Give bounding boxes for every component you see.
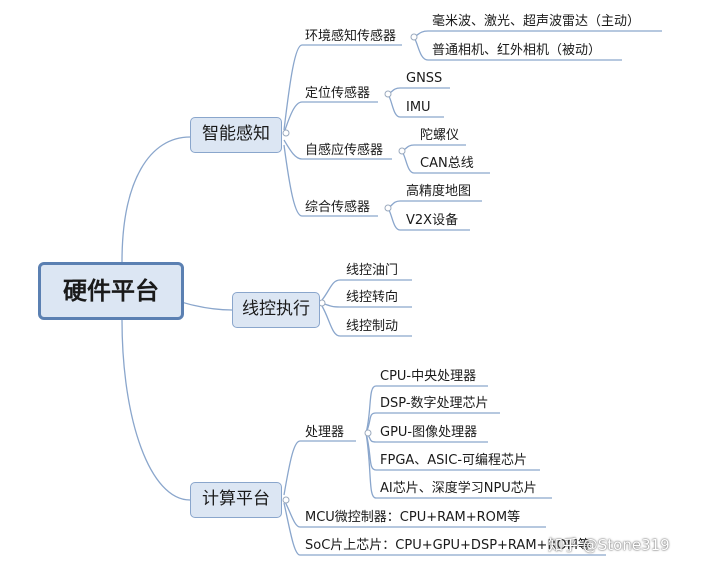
- node-hdmap[interactable]: 高精度地图: [406, 184, 472, 199]
- link-cpt-proc: [283, 440, 356, 496]
- node-throttle[interactable]: 线控油门: [346, 263, 399, 278]
- node-soc[interactable]: SoC片上芯片：CPU+GPU+DSP+RAM+ROM等: [305, 538, 591, 553]
- link-proc-dsp: [365, 412, 500, 434]
- node-v2x[interactable]: V2X设备: [406, 213, 459, 228]
- collapse-dot: [282, 129, 290, 137]
- collapse-dot: [398, 147, 406, 155]
- link-comp-hdmap: [385, 200, 482, 209]
- collapse-dot: [384, 90, 392, 98]
- branch-actuation[interactable]: 线控执行: [232, 292, 320, 328]
- node-processor[interactable]: 处理器: [305, 425, 345, 440]
- node-gpu[interactable]: GPU-图像处理器: [380, 425, 478, 440]
- link-proc-cpu: [365, 385, 488, 434]
- link-root-perception: [121, 136, 191, 263]
- link-perc-self: [283, 139, 392, 160]
- link-pos-gnss: [385, 87, 450, 95]
- link-perc-pos: [283, 101, 378, 134]
- root-node[interactable]: 硬件平台: [38, 262, 184, 320]
- collapse-dot: [282, 496, 290, 504]
- node-camera[interactable]: 普通相机、红外相机（被动）: [432, 43, 602, 58]
- node-pos-sensor[interactable]: 定位传感器: [305, 86, 371, 101]
- link-perc-comp: [283, 144, 378, 217]
- collapse-dot: [410, 33, 418, 41]
- link-act-brake: [321, 305, 412, 337]
- node-imu[interactable]: IMU: [406, 100, 431, 115]
- node-steering[interactable]: 线控转向: [346, 290, 399, 305]
- node-env-sensor[interactable]: 环境感知传感器: [305, 29, 397, 44]
- node-self-sensor[interactable]: 自感应传感器: [305, 143, 384, 158]
- node-radar[interactable]: 毫米波、激光、超声波雷达（主动）: [432, 14, 641, 29]
- collapse-dot: [384, 204, 392, 212]
- node-can[interactable]: CAN总线: [420, 156, 474, 171]
- link-act-throttle: [321, 279, 412, 301]
- node-dsp[interactable]: DSP-数字处理芯片: [380, 396, 489, 411]
- link-root-compute: [121, 319, 191, 501]
- node-fpga[interactable]: FPGA、ASIC-可编程芯片: [380, 453, 528, 468]
- link-perc-env: [283, 44, 402, 131]
- collapse-dot: [364, 429, 372, 437]
- link-self-gyro: [399, 144, 466, 152]
- node-cpu[interactable]: CPU-中央处理器: [380, 369, 477, 384]
- node-gyro[interactable]: 陀螺仪: [420, 128, 460, 143]
- node-comp-sensor[interactable]: 综合传感器: [305, 200, 371, 215]
- branch-compute[interactable]: 计算平台: [190, 482, 282, 518]
- watermark: 知乎 @Stone319: [548, 536, 670, 554]
- node-brake[interactable]: 线控制动: [346, 319, 399, 334]
- node-gnss[interactable]: GNSS: [406, 71, 443, 86]
- node-ai-chip[interactable]: AI芯片、深度学习NPU芯片: [380, 481, 537, 496]
- node-mcu[interactable]: MCU微控制器：CPU+RAM+ROM等: [305, 510, 521, 525]
- link-cpt-soc: [283, 502, 606, 556]
- link-proc-ai: [365, 432, 552, 499]
- link-env-radar: [411, 30, 662, 38]
- branch-perception[interactable]: 智能感知: [190, 117, 282, 153]
